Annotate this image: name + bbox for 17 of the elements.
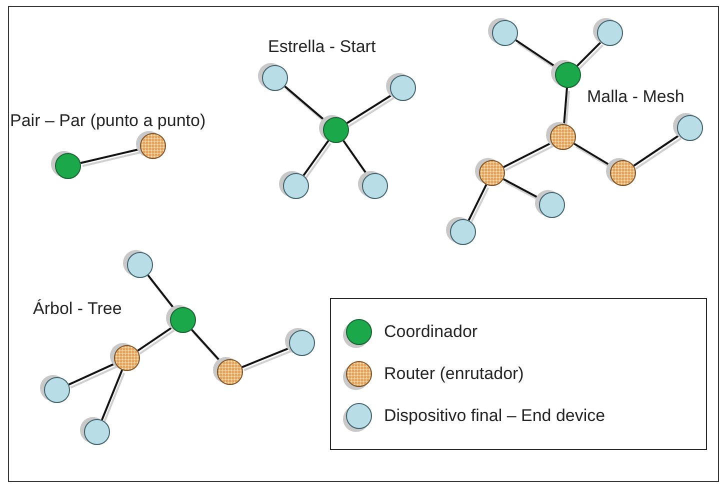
connection-line <box>137 326 173 352</box>
connection-line <box>576 41 602 67</box>
connection-line <box>100 370 124 420</box>
topology-title: Estrella - Start <box>268 36 376 58</box>
legend-text: Coordinador <box>384 321 478 344</box>
connection-line <box>68 362 116 386</box>
connection-line <box>242 346 290 368</box>
connection-line <box>302 140 330 176</box>
connection-line <box>563 88 568 124</box>
connection-line <box>633 134 680 167</box>
legend-text: Dispositivo final – End device <box>384 405 606 428</box>
topology-title: Pair – Par (punto a punto) <box>10 110 206 132</box>
legend-text: Router (enrutador) <box>384 363 524 386</box>
topology-title: Malla - Mesh <box>587 86 684 108</box>
topology-title: Árbol - Tree <box>33 298 122 320</box>
connection-line <box>468 184 488 221</box>
connection-line <box>503 142 552 168</box>
